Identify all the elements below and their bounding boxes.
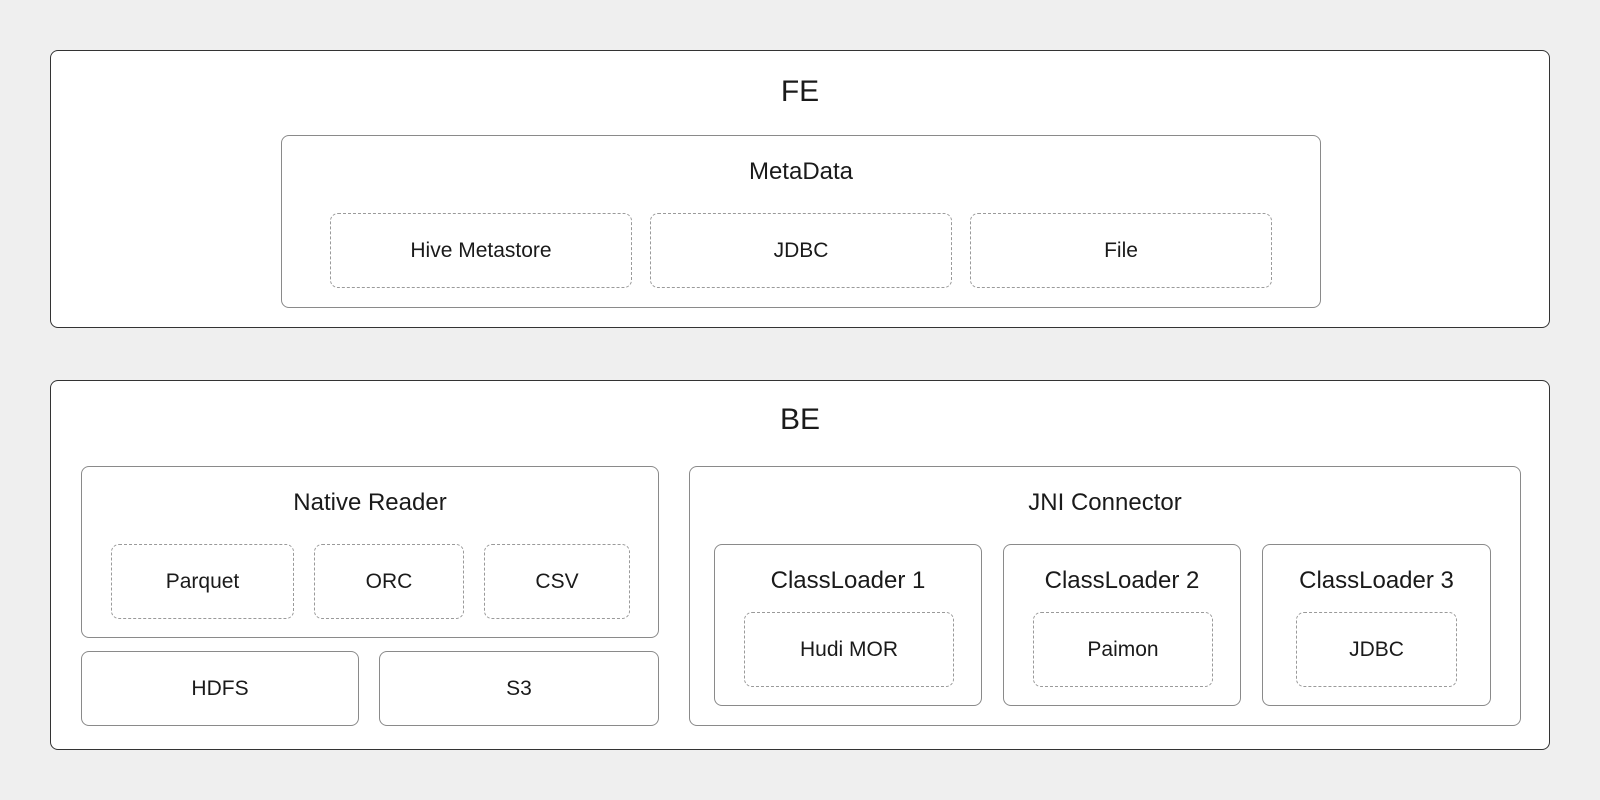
- storage-s3: S3: [379, 651, 659, 726]
- classloader-1-item: Hudi MOR: [744, 612, 954, 687]
- native-reader-title: Native Reader: [293, 489, 447, 516]
- classloader-2-title: ClassLoader 2: [1044, 567, 1200, 594]
- classloader-1: ClassLoader 1 Hudi MOR: [714, 544, 982, 706]
- metadata-item-hive-metastore: Hive Metastore: [330, 213, 632, 288]
- native-reader-container: Native Reader Parquet ORC CSV: [81, 466, 659, 638]
- fe-container: FE MetaData Hive Metastore JDBC File: [50, 50, 1550, 328]
- classloader-3: ClassLoader 3 JDBC: [1262, 544, 1491, 706]
- classloader-1-title: ClassLoader 1: [770, 567, 926, 594]
- classloader-3-item: JDBC: [1296, 612, 1457, 687]
- metadata-item-jdbc: JDBC: [650, 213, 952, 288]
- classloader-3-title: ClassLoader 3: [1299, 567, 1454, 594]
- classloader-2-item: Paimon: [1033, 612, 1213, 687]
- metadata-title: MetaData: [748, 158, 854, 185]
- jni-connector-container: JNI Connector ClassLoader 1 Hudi MOR Cla…: [689, 466, 1521, 726]
- classloader-2: ClassLoader 2 Paimon: [1003, 544, 1241, 706]
- metadata-container: MetaData Hive Metastore JDBC File: [281, 135, 1321, 308]
- storage-hdfs: HDFS: [81, 651, 359, 726]
- be-title: BE: [779, 403, 821, 436]
- be-container: BE Native Reader Parquet ORC CSV HDFS S3…: [50, 380, 1550, 750]
- jni-connector-title: JNI Connector: [1028, 489, 1182, 516]
- format-orc: ORC: [314, 544, 464, 619]
- metadata-item-file: File: [970, 213, 1272, 288]
- fe-title: FE: [780, 75, 820, 108]
- format-csv: CSV: [484, 544, 630, 619]
- format-parquet: Parquet: [111, 544, 294, 619]
